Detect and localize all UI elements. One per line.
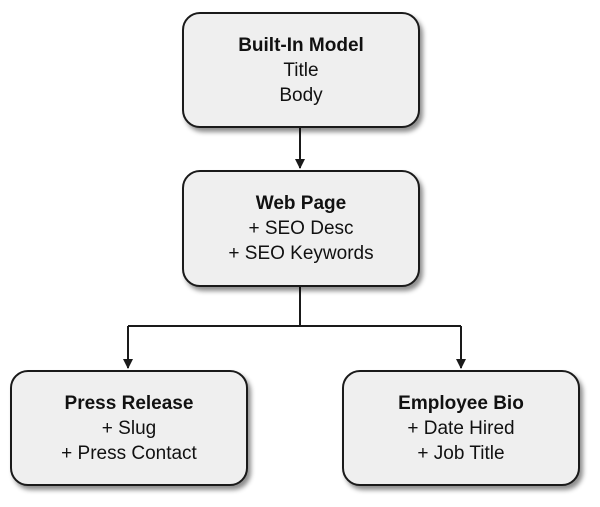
node-title: Press Release bbox=[64, 392, 194, 414]
node-field: Title bbox=[283, 59, 319, 81]
node-employee-bio: Employee Bio + Date Hired + Job Title bbox=[342, 370, 580, 486]
node-field: + Job Title bbox=[417, 442, 505, 464]
node-field: + Slug bbox=[101, 417, 157, 439]
node-title: Built-In Model bbox=[238, 34, 364, 56]
node-web-page: Web Page + SEO Desc + SEO Keywords bbox=[182, 170, 420, 287]
node-press-release: Press Release + Slug + Press Contact bbox=[10, 370, 248, 486]
node-field: + Date Hired bbox=[407, 417, 515, 439]
node-title: Web Page bbox=[255, 193, 347, 214]
node-field: + SEO Keywords bbox=[228, 243, 374, 264]
node-field: Body bbox=[279, 84, 323, 106]
node-title: Employee Bio bbox=[398, 392, 524, 414]
node-field: + SEO Desc bbox=[248, 218, 354, 239]
node-field: + Press Contact bbox=[61, 442, 197, 464]
node-built-in-model: Built-In Model Title Body bbox=[182, 12, 420, 128]
